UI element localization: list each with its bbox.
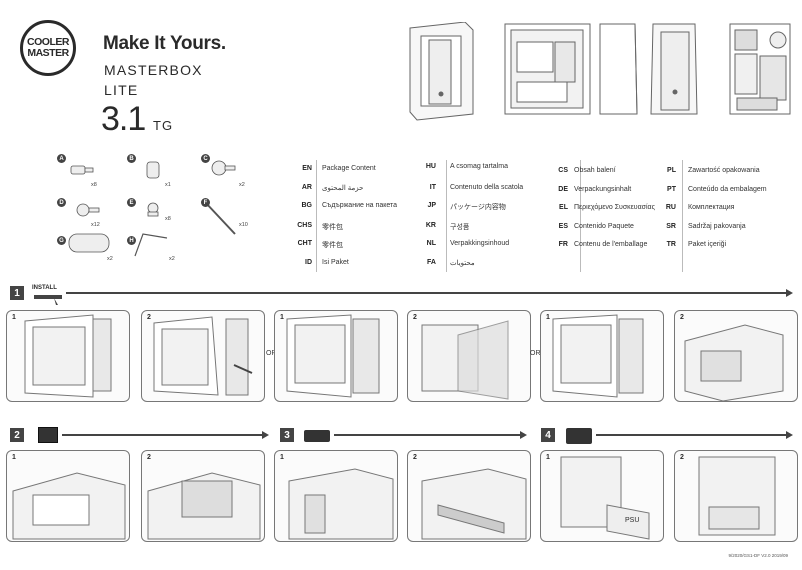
lang-code-kr: KR — [425, 222, 436, 229]
part-qty-d: x12 — [91, 222, 100, 228]
lang-code-id: ID — [305, 259, 312, 266]
lang-code-cs: CS — [558, 167, 568, 174]
lang-text-pt: Conteúdo da embalagem — [688, 186, 767, 193]
part-badge-e: E — [127, 198, 136, 207]
lang-code-el: EL — [559, 204, 568, 211]
parts-grid: A x8 B x1 C x2 D x12 E x8 F x10 G x2 H x… — [55, 152, 275, 272]
lang-code-tr: TR — [666, 241, 676, 248]
lang-text-es: Contenido Paquete — [574, 223, 634, 230]
part-badge-g: G — [57, 236, 66, 245]
lang-text-hu: A csomag tartalma — [450, 163, 508, 170]
lang-text-jp: パッケージ内容物 — [450, 204, 506, 211]
or-label-2: OR — [530, 350, 541, 357]
part-qty-g: x2 — [107, 256, 113, 262]
part-qty-f: x10 — [239, 222, 248, 228]
lang-text-fr: Contenu de l'emballage — [574, 241, 648, 248]
lang-text-bg: Съдържание на пакета — [322, 202, 398, 209]
lang-code-pl: PL — [667, 167, 676, 174]
lang-code-fa: FA — [427, 259, 436, 266]
step1-panel-2: 2 — [141, 310, 265, 402]
or-label-1: OR — [266, 350, 277, 357]
part-badge-d: D — [57, 198, 66, 207]
step3-panel-1: 1 — [274, 450, 398, 542]
lang-text-ru: Комплектация — [688, 204, 735, 211]
lang-code-ru: RU — [665, 204, 676, 211]
lang-text-it: Contenuto della scatola — [450, 184, 524, 191]
step-3-badge: 3 — [280, 428, 294, 442]
step-4-badge: 4 — [541, 428, 555, 442]
step1-panel-6: 2 — [674, 310, 798, 402]
product-name-line2: LITE — [104, 82, 139, 98]
lang-text-nl: Verpakkingsinhoud — [450, 240, 510, 247]
parts-illustrations — [68, 160, 236, 257]
lang-text-pl: Zawartość opakowania — [688, 167, 760, 174]
lang-code-en: EN — [302, 165, 312, 172]
step1-panel-4: 2 — [407, 310, 531, 402]
graphics-card-icon — [304, 430, 330, 442]
product-name-suffix: TG — [153, 118, 174, 133]
lang-code-hu: HU — [425, 163, 436, 170]
lang-code-it: IT — [429, 184, 436, 191]
lang-code-fr: FR — [558, 241, 568, 248]
lang-text-tr: Paket içeriği — [688, 241, 727, 248]
languages-table: EN Package Content AR حزمة المحتوى BG Съ… — [290, 160, 790, 272]
lang-text-sr: Sadržaj pakovanja — [688, 223, 746, 230]
lang-code-bg: BG — [301, 202, 313, 209]
lang-text-de: Verpackungsinhalt — [574, 186, 632, 193]
part-qty-e: x8 — [165, 216, 171, 222]
lang-text-cs: Obsah balení — [574, 167, 616, 174]
psu-icon — [566, 428, 592, 444]
step3-panel-2: 2 — [407, 450, 531, 542]
lang-text-en: Package Content — [322, 165, 376, 172]
lang-text-kr: 구성품 — [450, 224, 470, 231]
lang-code-es: ES — [558, 223, 568, 230]
lang-text-fa: محتويات — [450, 260, 475, 267]
product-name-line1: MASTERBOX — [104, 62, 203, 78]
lang-text-ar: حزمة المحتوى — [322, 185, 364, 192]
lang-text-id: Isi Paket — [322, 259, 349, 266]
step1-panel-1: 1 — [6, 310, 130, 402]
step-1-badge: 1 — [10, 286, 24, 300]
lang-code-chs: CHS — [297, 222, 312, 229]
part-badge-c: C — [201, 154, 210, 163]
step2-panel-1: 1 — [6, 450, 130, 542]
lang-text-chs: 零件包 — [322, 224, 343, 231]
step1-panel-3: 1 — [274, 310, 398, 402]
lang-text-el: Περιεχόμενο Συσκευασίας — [574, 204, 655, 211]
case-views-illustration — [409, 22, 791, 121]
step1-panel-5: 1 — [540, 310, 664, 402]
part-qty-h: x2 — [169, 256, 175, 262]
lang-code-sr: SR — [666, 223, 676, 230]
install-label: INSTALL — [32, 285, 57, 291]
step-2-badge: 2 — [10, 428, 24, 442]
motherboard-icon — [38, 427, 58, 443]
psu-box-label: PSU — [625, 517, 640, 524]
lang-code-de: DE — [558, 186, 568, 193]
part-badge-h: H — [127, 236, 136, 245]
step4-panel-2: 2 — [674, 450, 798, 542]
lang-text-cht: 零件包 — [322, 242, 343, 249]
cooler-master-logo: COOLER MASTER — [20, 20, 76, 76]
part-qty-a: x8 — [91, 182, 97, 188]
lang-code-nl: NL — [426, 240, 436, 247]
document-code: 9/2020/GS1-DF V2.0 2019/09 — [728, 553, 788, 558]
part-qty-b: x1 — [165, 182, 171, 188]
part-badge-a: A — [57, 154, 66, 163]
lang-code-pt: PT — [667, 186, 676, 193]
lang-code-ar: AR — [301, 184, 312, 191]
tagline: Make It Yours. — [103, 33, 226, 54]
step2-panel-2: 2 — [141, 450, 265, 542]
step4-panel-1: 1 PSU — [540, 450, 664, 542]
product-name-version: 3.1 — [101, 100, 146, 138]
part-badge-b: B — [127, 154, 136, 163]
lang-code-cht: CHT — [297, 240, 312, 247]
lang-code-jp: JP — [427, 202, 436, 209]
install-tool-icon — [34, 295, 62, 305]
part-qty-c: x2 — [239, 182, 245, 188]
part-badge-f: F — [201, 198, 210, 207]
